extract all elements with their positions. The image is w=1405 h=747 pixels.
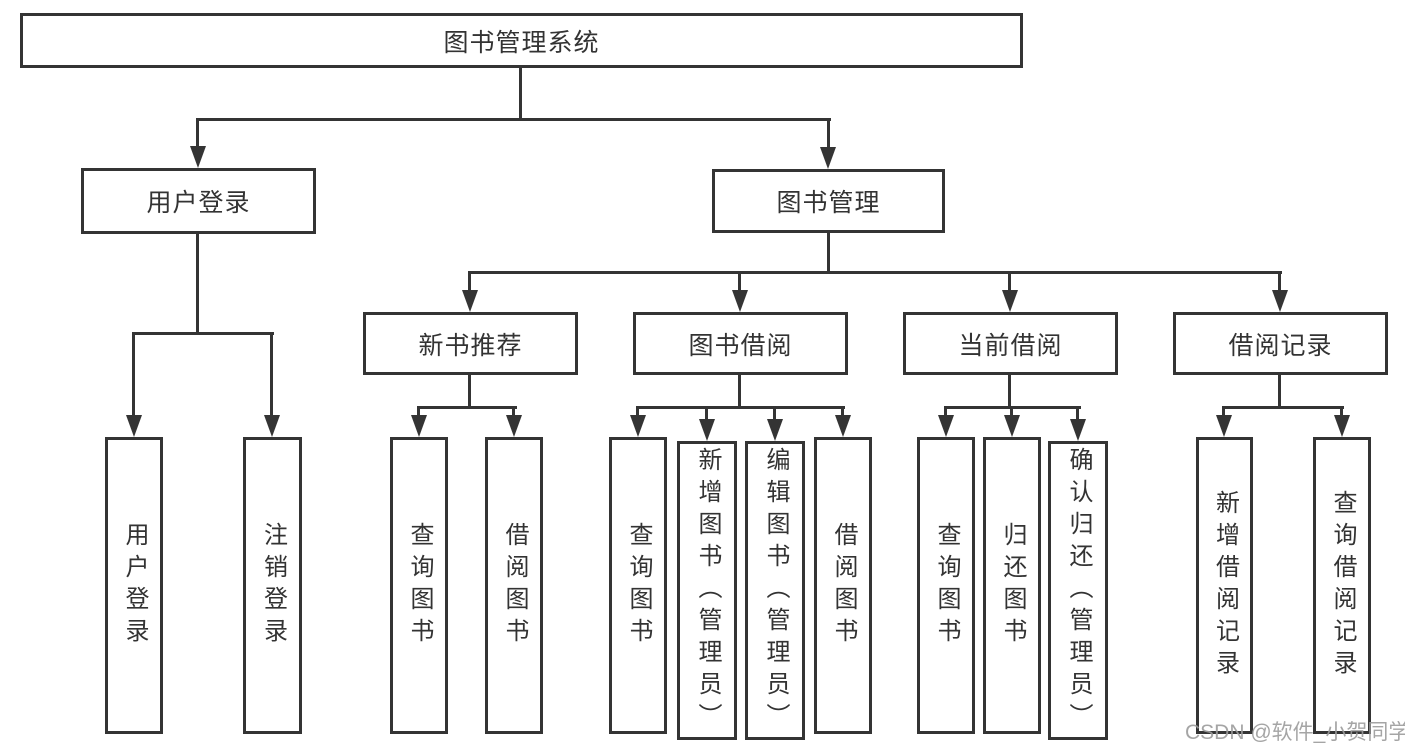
- leaf-logout: 注销登录: [243, 437, 302, 734]
- leaf-bb-query-books: 查询图书: [609, 437, 667, 734]
- connector-line: [512, 408, 515, 415]
- arrowhead-down-icon: [732, 290, 748, 312]
- leaf-bb-edit-books-admin-label: 编辑图书（管理员）: [762, 446, 789, 735]
- connector-line: [738, 273, 741, 290]
- connector-line: [1222, 406, 1344, 409]
- connector-line: [944, 408, 947, 415]
- connector-line: [468, 375, 471, 408]
- node-new-book-recommend-label: 新书推荐: [418, 331, 523, 360]
- connector-line: [196, 120, 199, 147]
- connector-line: [1222, 408, 1225, 415]
- connector-line: [1010, 408, 1013, 415]
- connector-line: [1008, 375, 1011, 408]
- connector-line: [1340, 408, 1343, 415]
- connector-line: [196, 118, 831, 121]
- leaf-user-login: 用户登录: [105, 437, 163, 734]
- connector-line: [417, 406, 517, 409]
- leaf-bb-add-books-admin-label: 新增图书（管理员）: [694, 446, 721, 735]
- connector-line: [417, 408, 420, 415]
- connector-line: [270, 334, 273, 415]
- connector-line: [132, 332, 274, 335]
- connector-line: [1076, 408, 1079, 419]
- node-new-book-recommend: 新书推荐: [363, 312, 578, 375]
- leaf-br-add-record-label: 新增借阅记录: [1211, 489, 1239, 682]
- connector-line: [1278, 375, 1281, 408]
- arrowhead-down-icon: [264, 415, 280, 437]
- arrowhead-down-icon: [1216, 415, 1232, 437]
- connector-line: [468, 271, 1282, 274]
- node-borrowing-records-label: 借阅记录: [1228, 331, 1333, 360]
- arrowhead-down-icon: [1002, 290, 1018, 312]
- arrowhead-down-icon: [411, 415, 427, 437]
- leaf-cb-return-books: 归还图书: [983, 437, 1041, 734]
- arrowhead-down-icon: [767, 419, 783, 441]
- node-library-system-label: 图书管理系统: [443, 28, 600, 57]
- connector-line: [827, 120, 830, 147]
- node-borrowing-records: 借阅记录: [1173, 312, 1388, 375]
- connector-line: [841, 408, 844, 415]
- node-book-management: 图书管理: [712, 169, 945, 233]
- connector-line: [468, 273, 471, 290]
- arrowhead-down-icon: [1272, 290, 1288, 312]
- leaf-br-query-record: 查询借阅记录: [1313, 437, 1371, 734]
- connector-line: [705, 408, 708, 419]
- arrowhead-down-icon: [699, 419, 715, 441]
- connector-line: [1008, 273, 1011, 290]
- connector-line: [944, 406, 1081, 409]
- arrowhead-down-icon: [630, 415, 646, 437]
- leaf-bb-edit-books-admin: 编辑图书（管理员）: [745, 441, 805, 740]
- connector-line: [773, 408, 776, 419]
- leaf-rec-query-books-label: 查询图书: [406, 521, 433, 650]
- node-library-system: 图书管理系统: [20, 13, 1023, 68]
- node-book-borrowing-label: 图书借阅: [688, 331, 793, 360]
- leaf-br-query-record-label: 查询借阅记录: [1329, 489, 1356, 682]
- node-current-borrowing: 当前借阅: [903, 312, 1118, 375]
- leaf-bb-query-books-label: 查询图书: [625, 521, 652, 650]
- connector-line: [636, 406, 845, 409]
- arrowhead-down-icon: [1334, 415, 1350, 437]
- node-user-login-label: 用户登录: [146, 189, 251, 217]
- node-user-login: 用户登录: [81, 168, 316, 234]
- leaf-cb-query-books: 查询图书: [917, 437, 975, 734]
- connector-line: [1278, 273, 1281, 290]
- arrowhead-down-icon: [506, 415, 522, 437]
- connector-line: [132, 334, 135, 415]
- csdn-watermark: CSDN @软件_小贺同学: [1185, 721, 1405, 744]
- leaf-rec-query-books: 查询图书: [390, 437, 448, 734]
- leaf-rec-borrow-books: 借阅图书: [485, 437, 543, 734]
- arrowhead-down-icon: [190, 146, 206, 168]
- node-book-management-label: 图书管理: [776, 189, 881, 217]
- leaf-rec-borrow-books-label: 借阅图书: [501, 521, 528, 650]
- node-current-borrowing-label: 当前借阅: [958, 331, 1063, 360]
- leaf-bb-borrow-books-label: 借阅图书: [830, 521, 857, 650]
- connector-line: [738, 375, 741, 408]
- arrowhead-down-icon: [938, 415, 954, 437]
- arrowhead-down-icon: [462, 290, 478, 312]
- leaf-logout-label: 注销登录: [259, 521, 287, 650]
- arrowhead-down-icon: [126, 415, 142, 437]
- leaf-cb-query-books-label: 查询图书: [933, 521, 960, 650]
- leaf-user-login-label: 用户登录: [121, 521, 148, 650]
- arrowhead-down-icon: [835, 415, 851, 437]
- leaf-cb-return-books-label: 归还图书: [999, 521, 1026, 650]
- connector-line: [196, 234, 199, 334]
- arrowhead-down-icon: [1070, 419, 1086, 441]
- leaf-cb-confirm-return-admin-label: 确认归还（管理员）: [1065, 446, 1092, 735]
- connector-line: [519, 68, 522, 119]
- leaf-br-add-record: 新增借阅记录: [1196, 437, 1253, 734]
- connector-line: [636, 408, 639, 415]
- arrowhead-down-icon: [820, 147, 836, 169]
- arrowhead-down-icon: [1004, 415, 1020, 437]
- node-book-borrowing: 图书借阅: [633, 312, 848, 375]
- leaf-cb-confirm-return-admin: 确认归还（管理员）: [1048, 441, 1108, 740]
- leaf-bb-add-books-admin: 新增图书（管理员）: [677, 441, 737, 740]
- connector-line: [827, 233, 830, 273]
- leaf-bb-borrow-books: 借阅图书: [814, 437, 872, 734]
